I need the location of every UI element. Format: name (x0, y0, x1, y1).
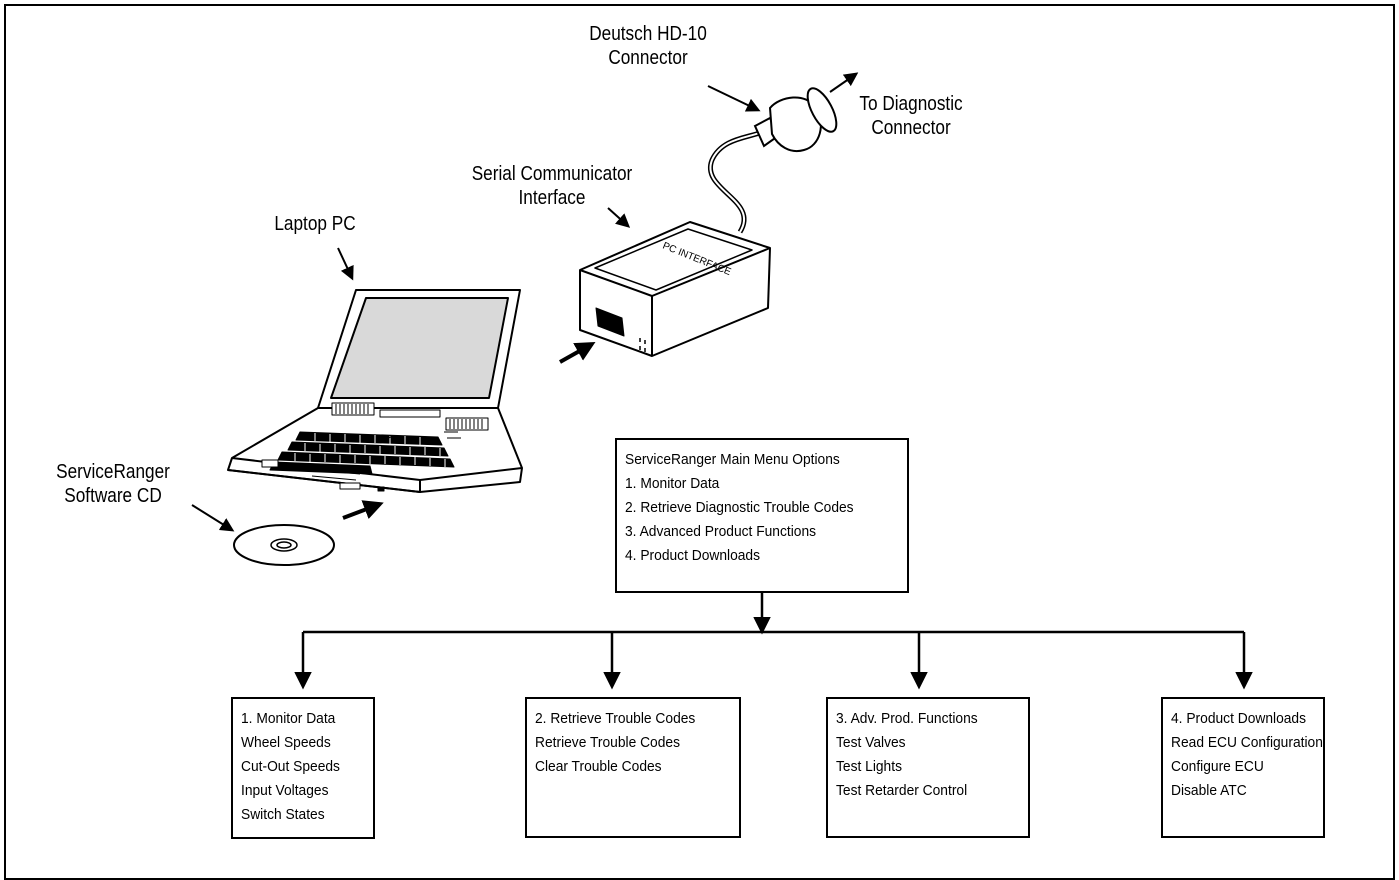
menu-tree-connectors (294, 592, 1253, 690)
cd-label-line2: Software CD (64, 485, 162, 507)
interface-cable (707, 129, 763, 234)
interface-label: Serial Communicator Interface (449, 162, 655, 210)
connector-label: Deutsch HD-10 Connector (579, 22, 717, 70)
submenu-trouble-codes: 2. Retrieve Trouble Codes Retrieve Troub… (525, 697, 741, 838)
connector-label-line1: Deutsch HD-10 (589, 23, 707, 45)
connector-label-line2: Connector (608, 47, 688, 69)
pointer-arrows (191, 72, 859, 532)
submenu-item: Test Retarder Control (836, 782, 968, 799)
main-menu-item: 3. Advanced Product Functions (625, 523, 817, 540)
submenu-item: Configure ECU (1171, 758, 1264, 775)
submenu-item: Test Valves (836, 734, 906, 751)
submenu-title: 4. Product Downloads (1171, 710, 1307, 727)
submenu-title: 2. Retrieve Trouble Codes (535, 710, 696, 727)
submenu-adv-functions: 3. Adv. Prod. Functions Test Valves Test… (826, 697, 1030, 838)
submenu-item: Read ECU Configuration (1171, 734, 1323, 751)
laptop-label: Laptop PC (259, 212, 371, 236)
laptop-illustration (227, 289, 523, 493)
laptop-screen (330, 297, 509, 399)
cd-label-line1: ServiceRanger (56, 461, 170, 483)
submenu-monitor-data: 1. Monitor Data Wheel Speeds Cut-Out Spe… (231, 697, 375, 839)
deutsch-connector-illustration (753, 87, 838, 152)
submenu-item: Disable ATC (1171, 782, 1247, 799)
main-menu-item: 4. Product Downloads (625, 547, 761, 564)
submenu-item: Test Lights (836, 758, 902, 775)
main-menu-item: 2. Retrieve Diagnostic Trouble Codes (625, 499, 854, 516)
laptop-keyboard (269, 431, 455, 475)
diagnostic-label-line2: Connector (871, 117, 951, 139)
laptop-label-text: Laptop PC (274, 213, 356, 235)
main-menu-box: ServiceRanger Main Menu Options 1. Monit… (615, 438, 909, 593)
submenu-item: Input Voltages (241, 782, 329, 799)
diagnostic-connector-label: To Diagnostic Connector (838, 92, 984, 140)
interface-label-line1: Serial Communicator (471, 163, 633, 185)
laptop-speaker-right (445, 417, 489, 431)
main-menu-title: ServiceRanger Main Menu Options (625, 451, 840, 468)
submenu-item: Cut-Out Speeds (241, 758, 340, 775)
software-cd-illustration (233, 524, 335, 566)
diagram-frame (4, 4, 1395, 880)
submenu-title: 3. Adv. Prod. Functions (836, 710, 978, 727)
interface-label-line2: Interface (518, 187, 586, 209)
diagnostic-label-line1: To Diagnostic (859, 93, 963, 115)
interface-port (595, 307, 625, 337)
interface-device-illustration (579, 129, 771, 357)
submenu-title: 1. Monitor Data (241, 710, 336, 727)
submenu-item: Retrieve Trouble Codes (535, 734, 680, 751)
submenu-item: Clear Trouble Codes (535, 758, 662, 775)
laptop-speaker-left (331, 402, 375, 416)
main-menu-item: 1. Monitor Data (625, 475, 720, 492)
cd-label: ServiceRanger Software CD (40, 460, 186, 508)
submenu-downloads: 4. Product Downloads Read ECU Configurat… (1161, 697, 1325, 838)
submenu-item: Wheel Speeds (241, 734, 331, 751)
submenu-item: Switch States (241, 806, 325, 823)
